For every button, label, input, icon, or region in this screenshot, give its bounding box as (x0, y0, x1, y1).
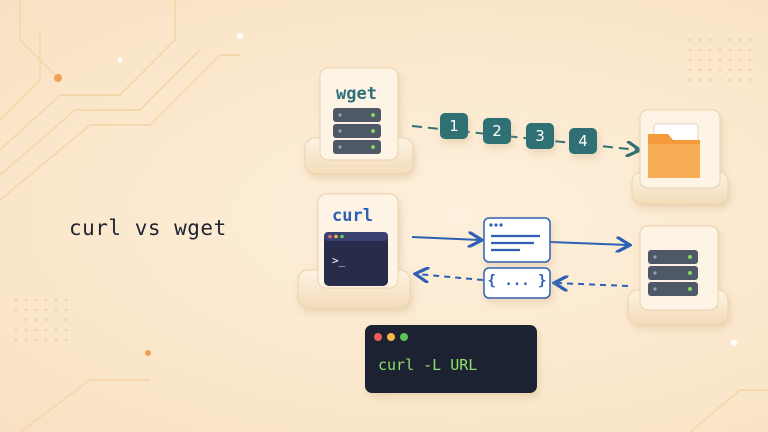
document-icon (483, 217, 551, 263)
wget-label: wget (336, 84, 377, 104)
step-box (483, 118, 511, 144)
step-1: 1 (449, 117, 459, 135)
circuit-dot (731, 340, 737, 346)
response-arrow (417, 274, 484, 280)
circuit-dot (54, 74, 62, 82)
server-icon (648, 250, 698, 296)
folder-icon (648, 123, 700, 178)
dot-grid-left (14, 298, 68, 342)
circuit-dot (145, 350, 151, 356)
command-terminal (365, 325, 537, 393)
step-3: 3 (535, 127, 545, 145)
circuit-dot (117, 57, 123, 63)
dot-grid-right (688, 38, 752, 82)
terminal-icon (324, 232, 388, 286)
request-arrow (549, 242, 628, 245)
curl-label: curl (332, 206, 373, 226)
braces-icon (483, 267, 551, 299)
server-icon (333, 108, 381, 154)
terminal-command: curl -L URL (378, 356, 478, 374)
circuit-lines-bottom (19, 379, 768, 432)
terminal-prompt: >_ (332, 254, 346, 267)
response-arrow (556, 283, 629, 286)
page-title: curl vs wget (69, 216, 227, 240)
step-box (440, 113, 468, 139)
step-box (569, 128, 597, 154)
step-boxes (440, 113, 597, 154)
step-box (526, 123, 554, 149)
step-2: 2 (492, 122, 502, 140)
request-arrow (411, 237, 480, 240)
circuit-lines (0, 0, 240, 201)
response-body: { ... } (487, 273, 547, 289)
step-4: 4 (578, 132, 588, 150)
circuit-dot (237, 33, 243, 39)
